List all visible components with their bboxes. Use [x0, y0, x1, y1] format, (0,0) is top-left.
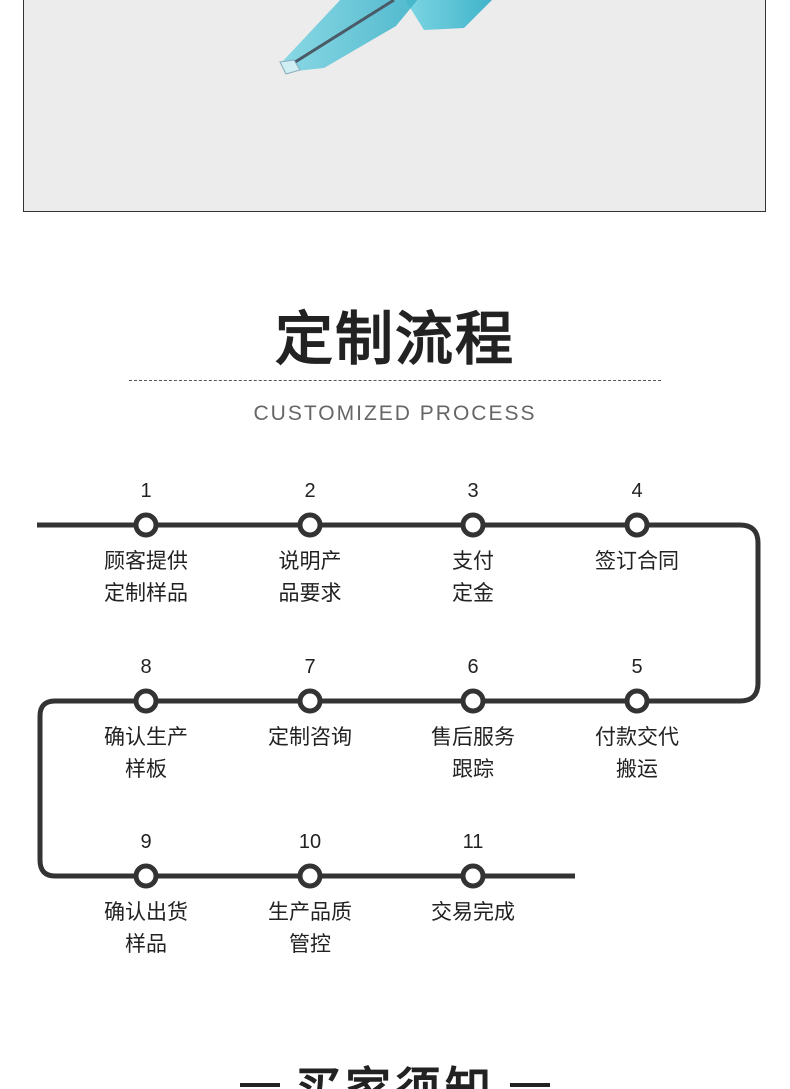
- step-node: [460, 512, 486, 538]
- step-label: 售后服务 跟踪: [431, 725, 515, 781]
- step-number: 2: [304, 480, 316, 502]
- step-label: 签订合同: [595, 549, 679, 573]
- divider: [129, 380, 661, 381]
- step-label: 顾客提供 定制样品: [104, 549, 188, 605]
- step-node: [297, 688, 323, 714]
- section-subtitle: CUSTOMIZED PROCESS: [253, 402, 537, 425]
- step-node: [460, 863, 486, 889]
- step-node: [133, 688, 159, 714]
- step-node: [133, 512, 159, 538]
- notice-bar-left: [240, 1083, 280, 1087]
- step-label: 确认出货 样品: [104, 900, 188, 956]
- step-node: [133, 863, 159, 889]
- tattoo-cartridge-image: [279, 0, 492, 75]
- step-number: 9: [140, 831, 152, 853]
- step-label: 定制咨询: [268, 725, 352, 749]
- section-title: 定制流程: [274, 305, 515, 373]
- step-label: 确认生产 样板: [104, 725, 188, 781]
- step-number: 1: [140, 480, 152, 502]
- step-label: 生产品质 管控: [268, 900, 352, 956]
- notice-title: 买家须知: [295, 1062, 495, 1089]
- product-image: [23, 0, 766, 212]
- step-number: 5: [631, 656, 643, 678]
- step-number: 10: [298, 831, 322, 853]
- step-label: 付款交代 搬运: [595, 725, 679, 781]
- step-node: [297, 863, 323, 889]
- step-label: 交易完成: [431, 900, 515, 924]
- step-number: 11: [462, 831, 484, 853]
- step-label: 说明产 品要求: [278, 549, 342, 605]
- process-flow-line: [37, 512, 761, 889]
- step-node: [297, 512, 323, 538]
- step-label: 支付 定金: [452, 549, 494, 605]
- buyer-notice-header: 买家须知: [0, 1045, 790, 1089]
- step-number: 3: [467, 480, 479, 502]
- step-node: [624, 512, 650, 538]
- step-number: 4: [631, 480, 643, 502]
- step-node: [624, 688, 650, 714]
- step-number: 6: [467, 656, 479, 678]
- step-number: 8: [140, 656, 152, 678]
- step-node: [460, 688, 486, 714]
- notice-bar-right: [510, 1083, 550, 1087]
- step-number: 7: [304, 656, 316, 678]
